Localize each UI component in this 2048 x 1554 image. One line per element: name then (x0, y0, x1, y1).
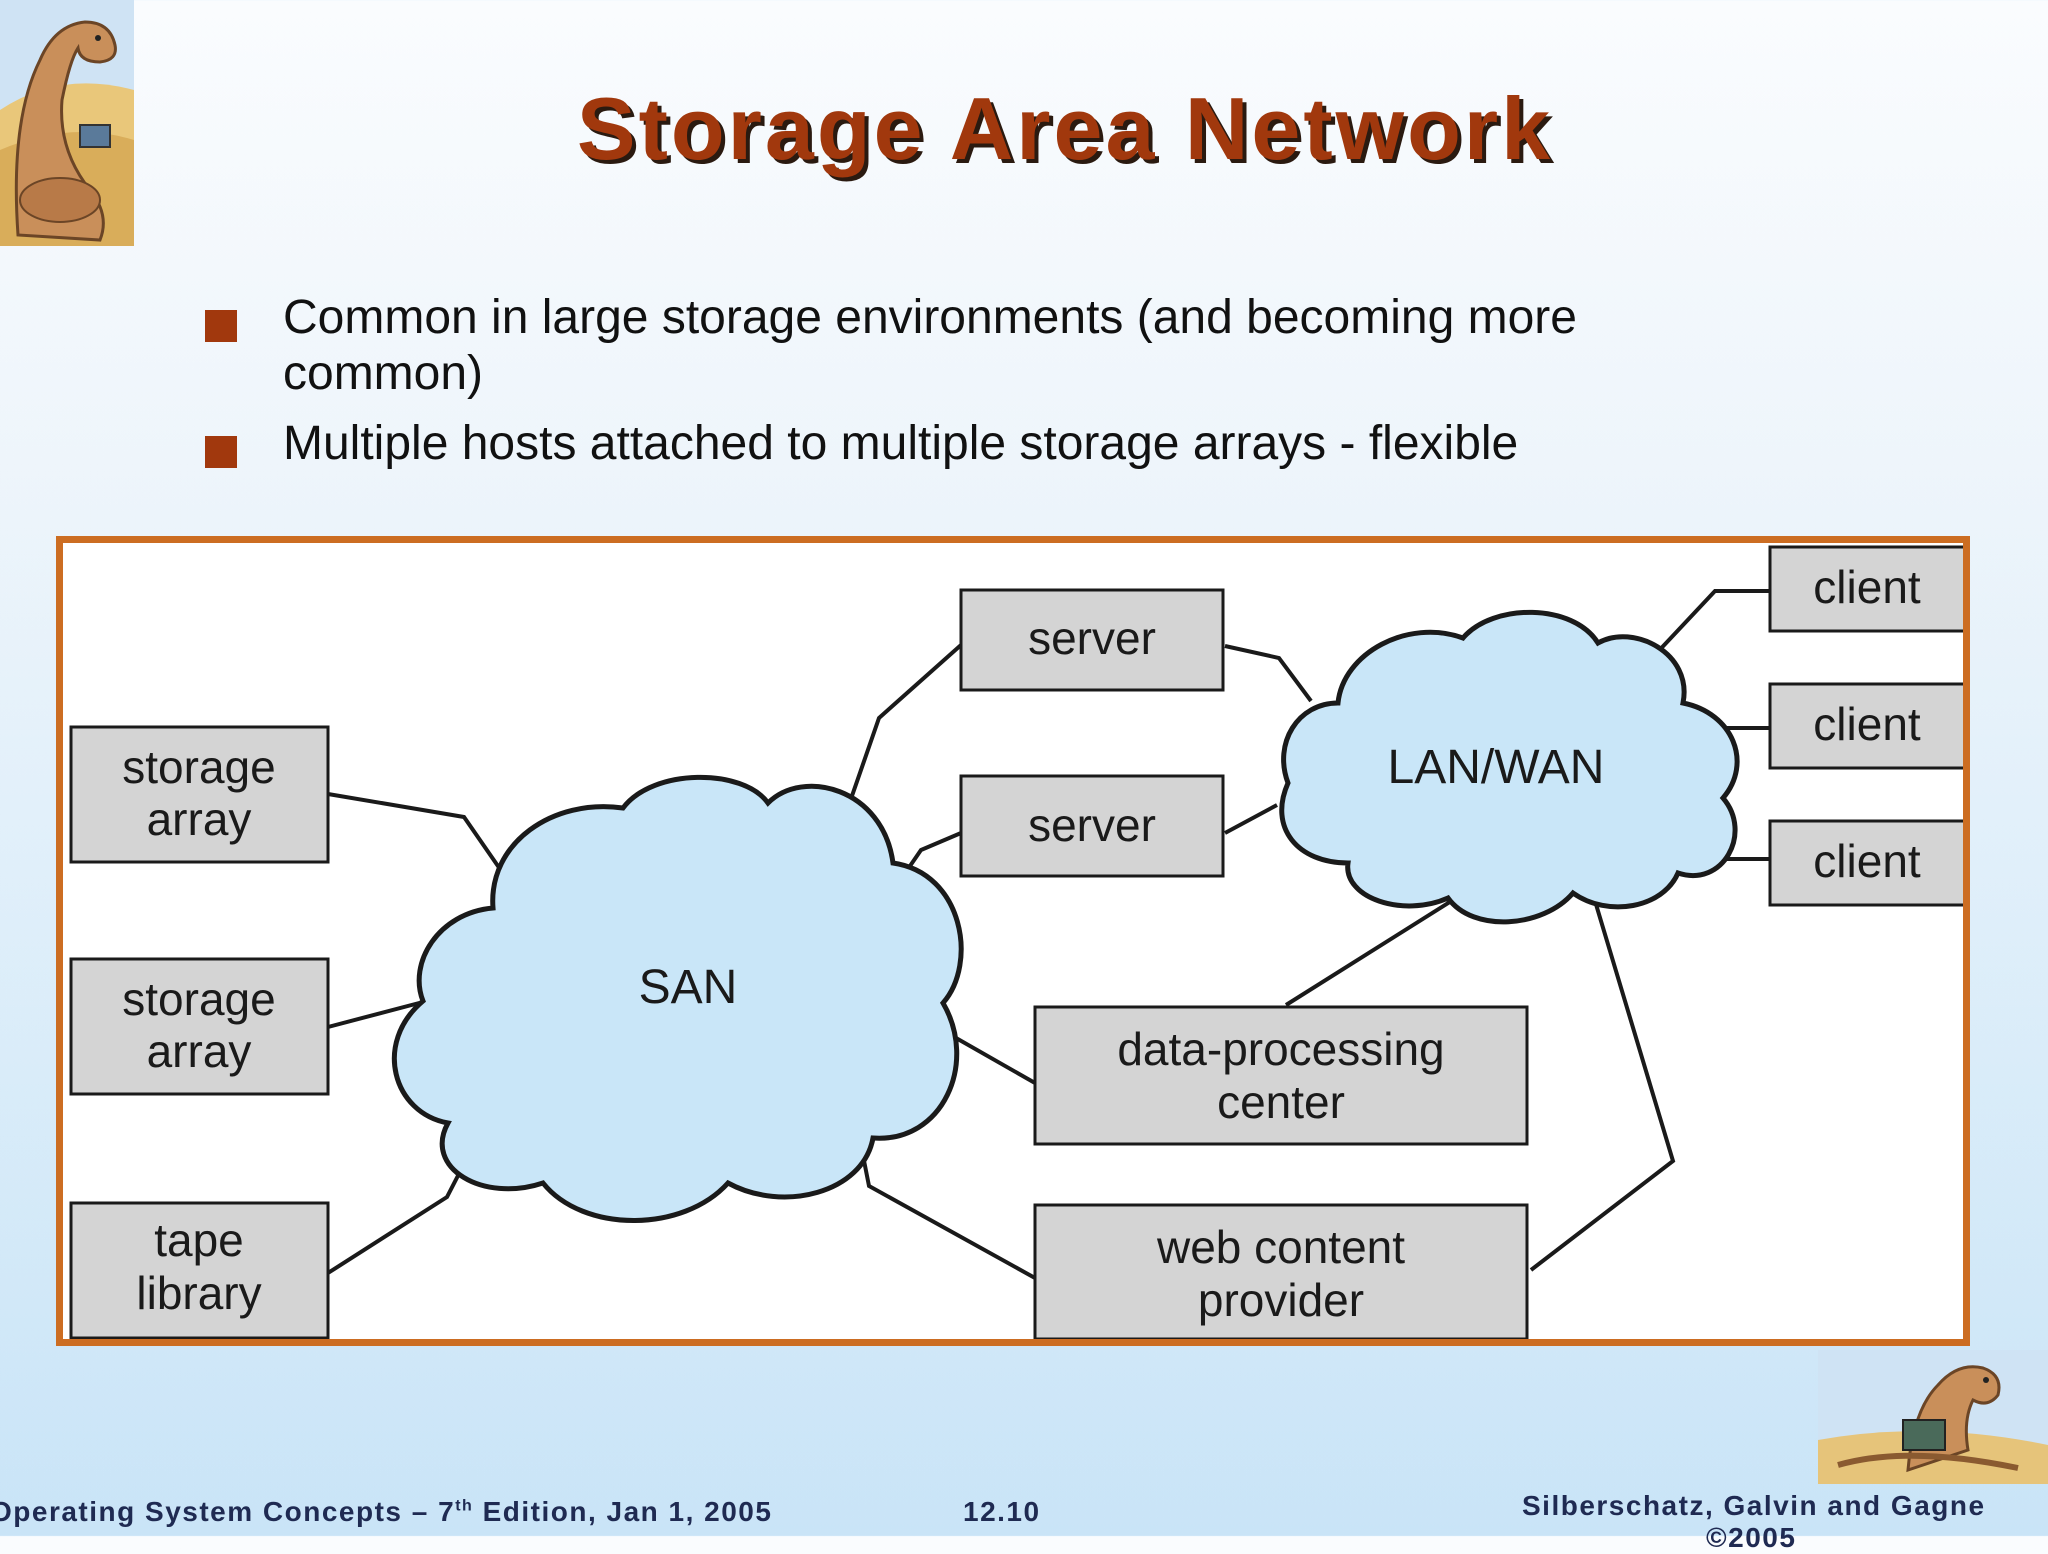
box-label-line: client (1813, 835, 1921, 887)
bullet-text: Multiple hosts attached to multiple stor… (283, 417, 1519, 470)
box-label-line: storage (122, 741, 275, 793)
footer-book-title: Operating System Concepts – 7th Edition,… (0, 1496, 772, 1528)
box-label-line: data-processing (1117, 1023, 1444, 1075)
footer-book-sup: th (455, 1497, 474, 1515)
box-label-line: client (1813, 698, 1921, 750)
server-box: server (959, 588, 1225, 692)
client-box: client (1768, 545, 1963, 633)
lan-wan-cloud-label: LAN/WAN (1388, 741, 1605, 794)
line-storage2-san (327, 1000, 424, 1029)
box-label-line: center (1217, 1076, 1345, 1128)
box-label-line: web content (1156, 1221, 1405, 1273)
lan-wan-cloud (1279, 609, 1740, 925)
web-content-provider-box: web content provider (1033, 1203, 1529, 1339)
data-processing-center-box: data-processing center (1033, 1005, 1529, 1146)
client-box: client (1768, 819, 1963, 907)
footer-book-suffix: Edition, Jan 1, 2005 (473, 1496, 773, 1527)
line-server2-lan (1224, 803, 1278, 835)
storage-array-box: storage array (69, 725, 330, 864)
bullet-list: Common in large storage environments (an… (205, 290, 1765, 486)
footer-copyright: ©2005 (1706, 1522, 1797, 1553)
slide-title: Storage Area Network (576, 79, 1554, 178)
storage-array-box: storage array (69, 957, 330, 1096)
line-lan-dpc-2 (1284, 881, 1482, 1007)
line-server1-lan (1224, 644, 1313, 703)
san-diagram: SAN LAN/WAN storage array storage array … (56, 536, 1970, 1346)
line-lan-client1 (1635, 589, 1770, 676)
bullet-marker-icon (205, 436, 237, 468)
bullet-item: Multiple hosts attached to multiple stor… (205, 416, 1765, 472)
line-lan-web (1529, 880, 1676, 1272)
line-lan-dpc (1133, 895, 1297, 995)
dinosaur-logo-top (0, 0, 134, 246)
tape-library-box: tape library (69, 1201, 330, 1339)
box-label-line: array (147, 793, 252, 845)
bullet-marker-icon (205, 310, 237, 342)
box-label-line: client (1813, 561, 1921, 613)
box-label-line: array (147, 1025, 252, 1077)
san-diagram-svg: SAN LAN/WAN storage array storage array … (69, 545, 1963, 1339)
box-label-line: provider (1198, 1274, 1364, 1326)
box-label-line: storage (122, 973, 275, 1025)
footer-page-number: 12.10 (963, 1496, 1041, 1527)
line-san-dpc (948, 1032, 1036, 1085)
bullet-item: Common in large storage environments (an… (205, 290, 1765, 402)
server-box: server (959, 774, 1225, 878)
box-label-line: tape (154, 1214, 244, 1266)
box-label-line: server (1028, 612, 1156, 664)
san-cloud (392, 774, 964, 1223)
footer-authors: Silberschatz, Galvin and Gagne (1522, 1490, 1986, 1521)
line-storage1-san (327, 792, 511, 884)
box-label-line: library (136, 1267, 261, 1319)
footer-book-prefix: Operating System Concepts – 7 (0, 1496, 456, 1527)
client-box: client (1768, 682, 1963, 770)
dinosaur-logo-bottom (1818, 1350, 2048, 1484)
box-label-line: server (1028, 799, 1156, 851)
san-cloud-label: SAN (639, 961, 738, 1014)
bullet-text: Common in large storage environments (an… (283, 291, 1577, 400)
